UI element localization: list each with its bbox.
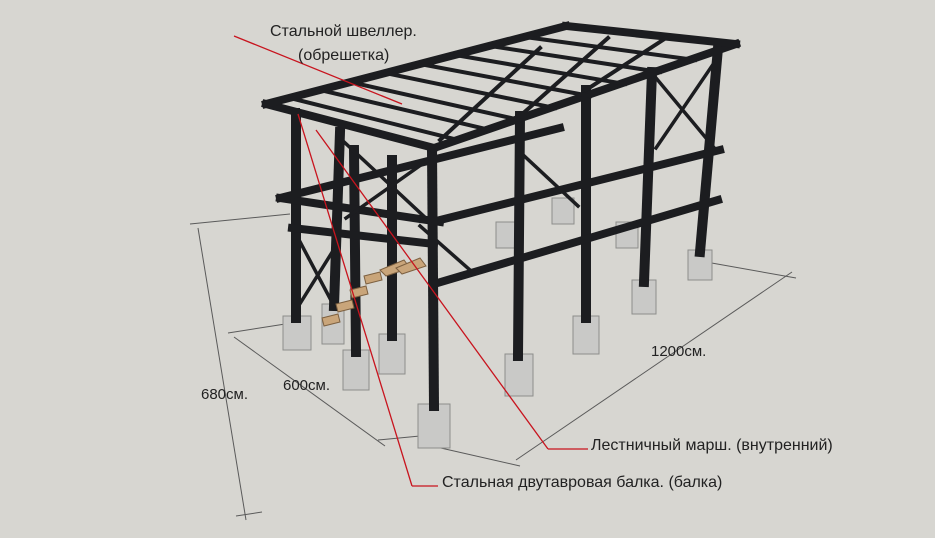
stair-label: Лестничный марш. (внутренний) xyxy=(591,437,833,454)
pointer-lines xyxy=(233,35,588,487)
channel-label-line1: Стальной швеллер. xyxy=(270,23,417,40)
width-dimension-label: 600см. xyxy=(283,377,331,394)
length-dimension-label: 1200см. xyxy=(651,343,707,360)
beam-label: Стальная двутавровая балка. (балка) xyxy=(442,474,723,491)
dimension-lines xyxy=(189,213,797,521)
stair-flight xyxy=(321,257,427,327)
channel-label-line2: (обрешетка) xyxy=(298,47,390,64)
steel-frame xyxy=(261,21,742,412)
height-dimension-label: 680см. xyxy=(201,386,249,403)
